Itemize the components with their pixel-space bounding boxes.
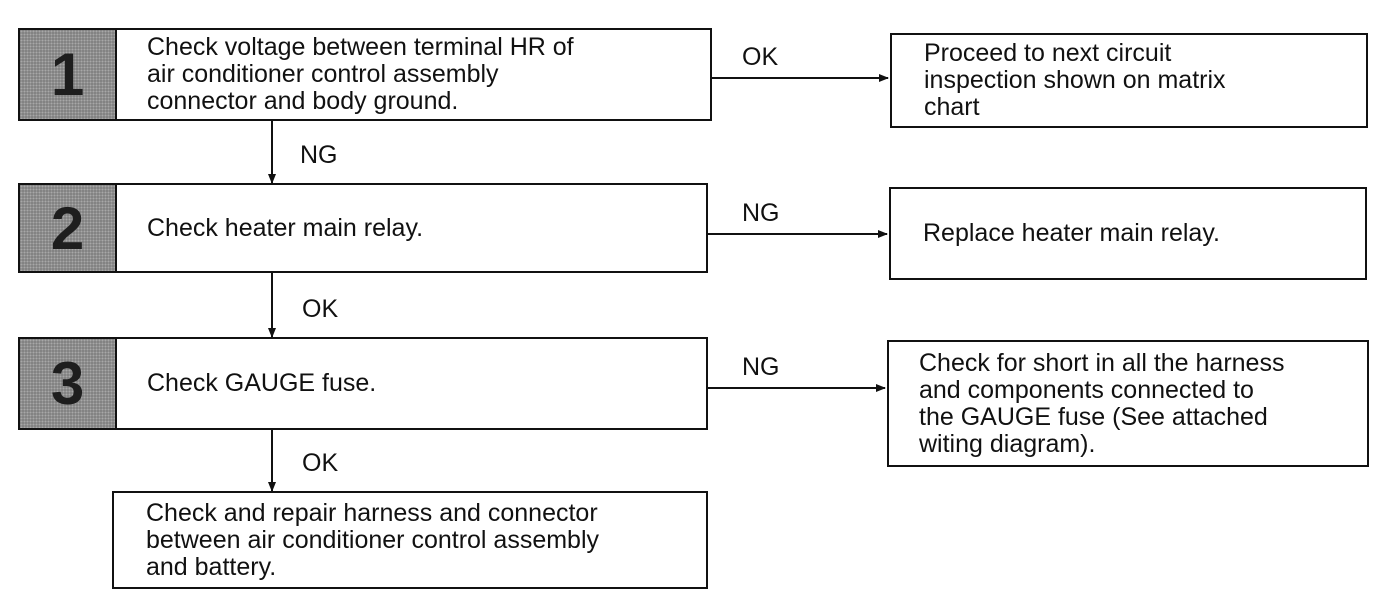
result-1-box: Proceed to next circuit inspection shown… — [890, 33, 1368, 128]
step-1-text: Check voltage between terminal HR of air… — [147, 33, 574, 115]
result-3-box: Check for short in all the harness and c… — [887, 340, 1369, 467]
label-step3-ng: NG — [742, 353, 780, 381]
label-step2-ng: NG — [742, 199, 780, 227]
label-step2-ok: OK — [302, 295, 339, 323]
label-step1-ok: OK — [742, 43, 779, 71]
result-2-box: Replace heater main relay. — [889, 187, 1367, 280]
step-1-number: 1 — [20, 30, 117, 119]
label-step3-ok: OK — [302, 449, 339, 477]
step-2-text: Check heater main relay. — [147, 213, 424, 242]
step-3-box: 3 Check GAUGE fuse. — [18, 337, 708, 430]
step-1-box: 1 Check voltage between terminal HR of a… — [18, 28, 712, 121]
label-step1-ng: NG — [300, 141, 338, 169]
final-action-box: Check and repair harness and connector b… — [112, 491, 708, 589]
step-2-box: 2 Check heater main relay. — [18, 183, 708, 273]
step-3-text: Check GAUGE fuse. — [147, 369, 377, 397]
step-3-number: 3 — [20, 339, 117, 428]
step-2-number: 2 — [20, 185, 117, 271]
